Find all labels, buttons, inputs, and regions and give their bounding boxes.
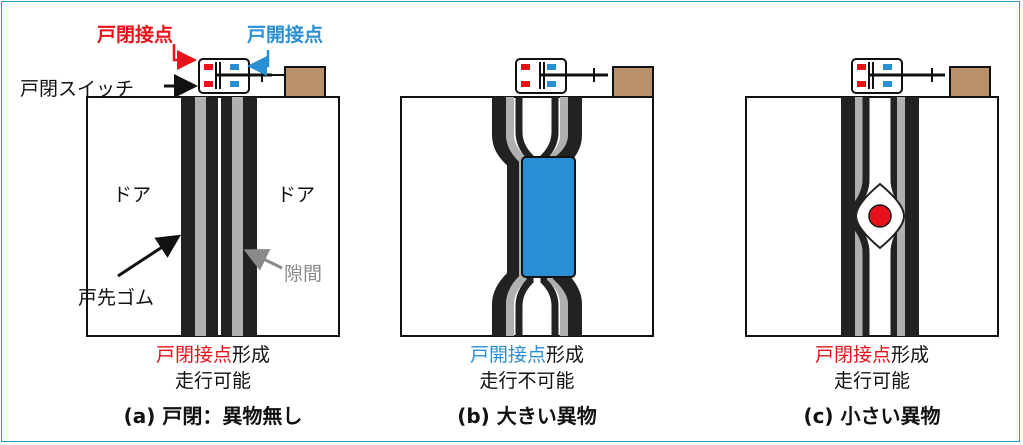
panel-b-status: 戸開接点形成 bbox=[427, 340, 627, 367]
door-left-label: ドア bbox=[113, 184, 152, 206]
panel-a bbox=[86, 44, 340, 337]
rubber-strip bbox=[181, 97, 195, 336]
rubber-strip bbox=[221, 97, 232, 336]
panel-c bbox=[745, 58, 999, 337]
panel-b-caption: (b) 大きい異物 bbox=[457, 404, 597, 428]
panel-c-caption: (c) 小さい異物 bbox=[803, 404, 941, 428]
small-object bbox=[868, 204, 892, 228]
door-right-label: ドア bbox=[277, 184, 316, 206]
panel-c-status: 戸閉接点形成 bbox=[772, 340, 972, 367]
large-object bbox=[521, 156, 576, 278]
panel-a-contact: 戸閉接点 bbox=[155, 344, 232, 366]
gap-strip bbox=[232, 97, 243, 336]
rubber-strip bbox=[243, 97, 257, 336]
gap-label: 隙間 bbox=[284, 263, 323, 285]
panel-b bbox=[400, 58, 654, 337]
actuator bbox=[949, 66, 991, 98]
panel-b-suffix: 形成 bbox=[546, 344, 585, 366]
panel-c-run-status: 走行可能 bbox=[833, 370, 910, 392]
door-switch bbox=[515, 58, 654, 98]
actuator bbox=[612, 66, 654, 98]
rubber-strip bbox=[492, 97, 521, 336]
rubber-arrow bbox=[117, 234, 182, 278]
open-contact-arrow bbox=[247, 50, 270, 76]
panel-c-suffix: 形成 bbox=[891, 344, 930, 366]
door-switch bbox=[851, 58, 991, 98]
panel-a-run-status: 走行可能 bbox=[174, 370, 251, 392]
switch-label: 戸閉スイッチ bbox=[20, 78, 135, 100]
panel-a-status: 戸閉接点形成 bbox=[113, 340, 313, 367]
closed-contact-label: 戸閉接点 bbox=[97, 24, 174, 46]
gap-strip bbox=[195, 97, 206, 336]
door-box bbox=[745, 96, 999, 337]
open-contact-label: 戸開接点 bbox=[247, 24, 324, 46]
panel-b-run-status: 走行不可能 bbox=[479, 370, 575, 392]
door-switch bbox=[198, 58, 326, 98]
closed-contact-arrow bbox=[172, 44, 197, 70]
rubber-label: 戸先ゴム bbox=[78, 287, 155, 309]
panel-a-caption: (a) 戸閉：異物無し bbox=[123, 404, 303, 428]
gap-arrow bbox=[243, 249, 283, 271]
actuator bbox=[284, 66, 326, 98]
panel-a-suffix: 形成 bbox=[232, 344, 271, 366]
rubber-strip bbox=[206, 97, 218, 336]
panel-c-contact: 戸閉接点 bbox=[814, 344, 891, 366]
panel-b-contact: 戸開接点 bbox=[469, 344, 546, 366]
